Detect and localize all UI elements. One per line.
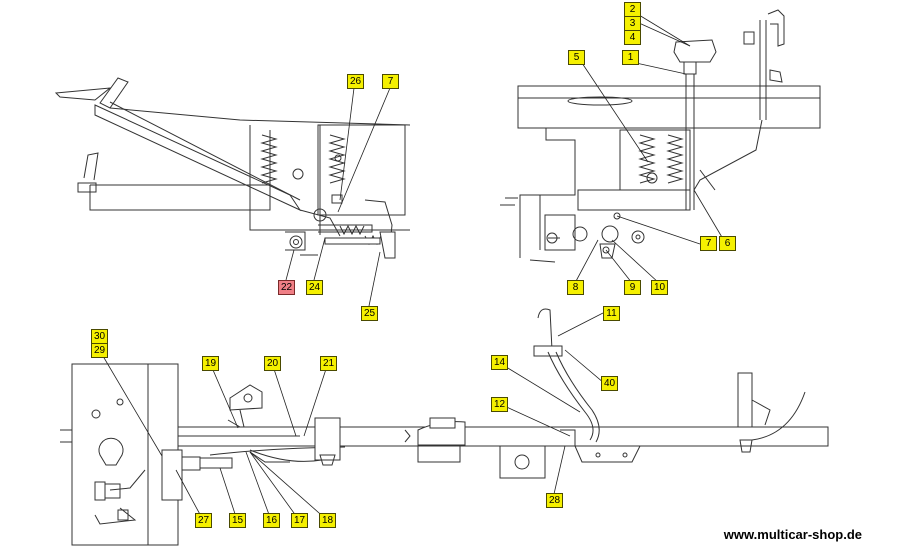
callout-30[interactable]: 30 bbox=[91, 329, 108, 344]
callout-18[interactable]: 18 bbox=[319, 513, 336, 528]
callout-11[interactable]: 11 bbox=[603, 306, 620, 321]
callout-27[interactable]: 27 bbox=[195, 513, 212, 528]
callout-9[interactable]: 9 bbox=[624, 280, 641, 295]
callout-24[interactable]: 24 bbox=[306, 280, 323, 295]
callout-26[interactable]: 26 bbox=[347, 74, 364, 89]
callout-8[interactable]: 8 bbox=[567, 280, 584, 295]
callout-25[interactable]: 25 bbox=[361, 306, 378, 321]
pedal-assembly-view bbox=[54, 77, 411, 259]
callout-16[interactable]: 16 bbox=[263, 513, 280, 528]
callout-28[interactable]: 28 bbox=[546, 493, 563, 508]
chassis-routing-view bbox=[60, 308, 829, 546]
callout-7b[interactable]: 7 bbox=[700, 236, 717, 251]
callout-29[interactable]: 29 bbox=[91, 343, 108, 358]
callout-3[interactable]: 3 bbox=[624, 16, 641, 31]
site-watermark: www.multicar-shop.de bbox=[723, 527, 862, 542]
callout-17[interactable]: 17 bbox=[291, 513, 308, 528]
callout-21[interactable]: 21 bbox=[320, 356, 337, 371]
lever-frame-view bbox=[500, 9, 821, 263]
callout-4[interactable]: 4 bbox=[624, 30, 641, 45]
callout-12[interactable]: 12 bbox=[491, 397, 508, 412]
callout-10[interactable]: 10 bbox=[651, 280, 668, 295]
callout-5[interactable]: 5 bbox=[568, 50, 585, 65]
callout-2[interactable]: 2 bbox=[624, 2, 641, 17]
callout-40[interactable]: 40 bbox=[601, 376, 618, 391]
callout-15[interactable]: 15 bbox=[229, 513, 246, 528]
callout-6[interactable]: 6 bbox=[719, 236, 736, 251]
leader-lines bbox=[99, 14, 727, 521]
callout-14[interactable]: 14 bbox=[491, 355, 508, 370]
callout-7[interactable]: 7 bbox=[382, 74, 399, 89]
callout-19[interactable]: 19 bbox=[202, 356, 219, 371]
callout-1[interactable]: 1 bbox=[622, 50, 639, 65]
callout-22[interactable]: 22 bbox=[278, 280, 295, 295]
callout-20[interactable]: 20 bbox=[264, 356, 281, 371]
